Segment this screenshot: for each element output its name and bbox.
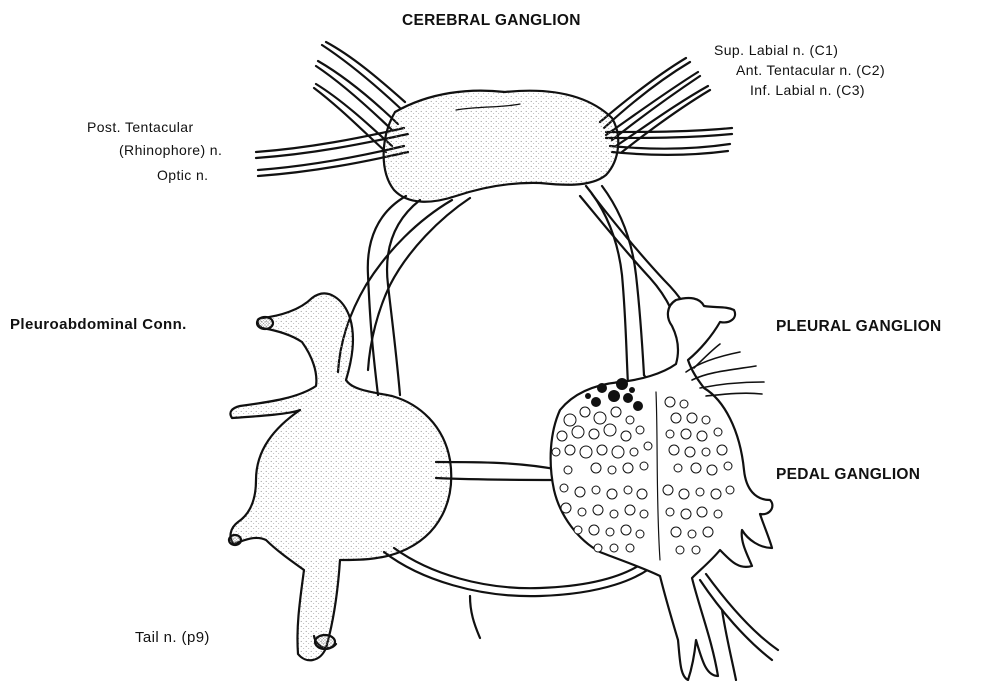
label-pedal-ganglion: PEDAL GANGLION (776, 467, 920, 483)
label-cerebral-ganglion: CEREBRAL GANGLION (402, 13, 581, 29)
left-pleural-ganglion-shape (229, 294, 451, 661)
label-post-tentacular-nerve: Post. Tentacular (87, 120, 194, 134)
label-tail-nerve: Tail n. (p9) (135, 630, 210, 645)
cerebral-ganglion-shape (256, 42, 732, 202)
lower-commissure (384, 548, 660, 638)
pedal-commissure (436, 462, 560, 480)
right-pedal-ganglion-shape (551, 298, 778, 680)
left-connectives (338, 196, 470, 395)
label-sup-labial-nerve: Sup. Labial n. (C1) (714, 43, 838, 57)
label-pleural-ganglion: PLEURAL GANGLION (776, 319, 942, 335)
label-ant-tentacular-nerve: Ant. Tentacular n. (C2) (736, 63, 885, 77)
label-optic-nerve: Optic n. (157, 168, 208, 182)
label-rhinophore-nerve: (Rhinophore) n. (119, 143, 222, 157)
label-inf-labial-nerve: Inf. Labial n. (C3) (750, 83, 865, 97)
label-pleuroabdominal-connective: Pleuroabdominal Conn. (10, 317, 187, 332)
